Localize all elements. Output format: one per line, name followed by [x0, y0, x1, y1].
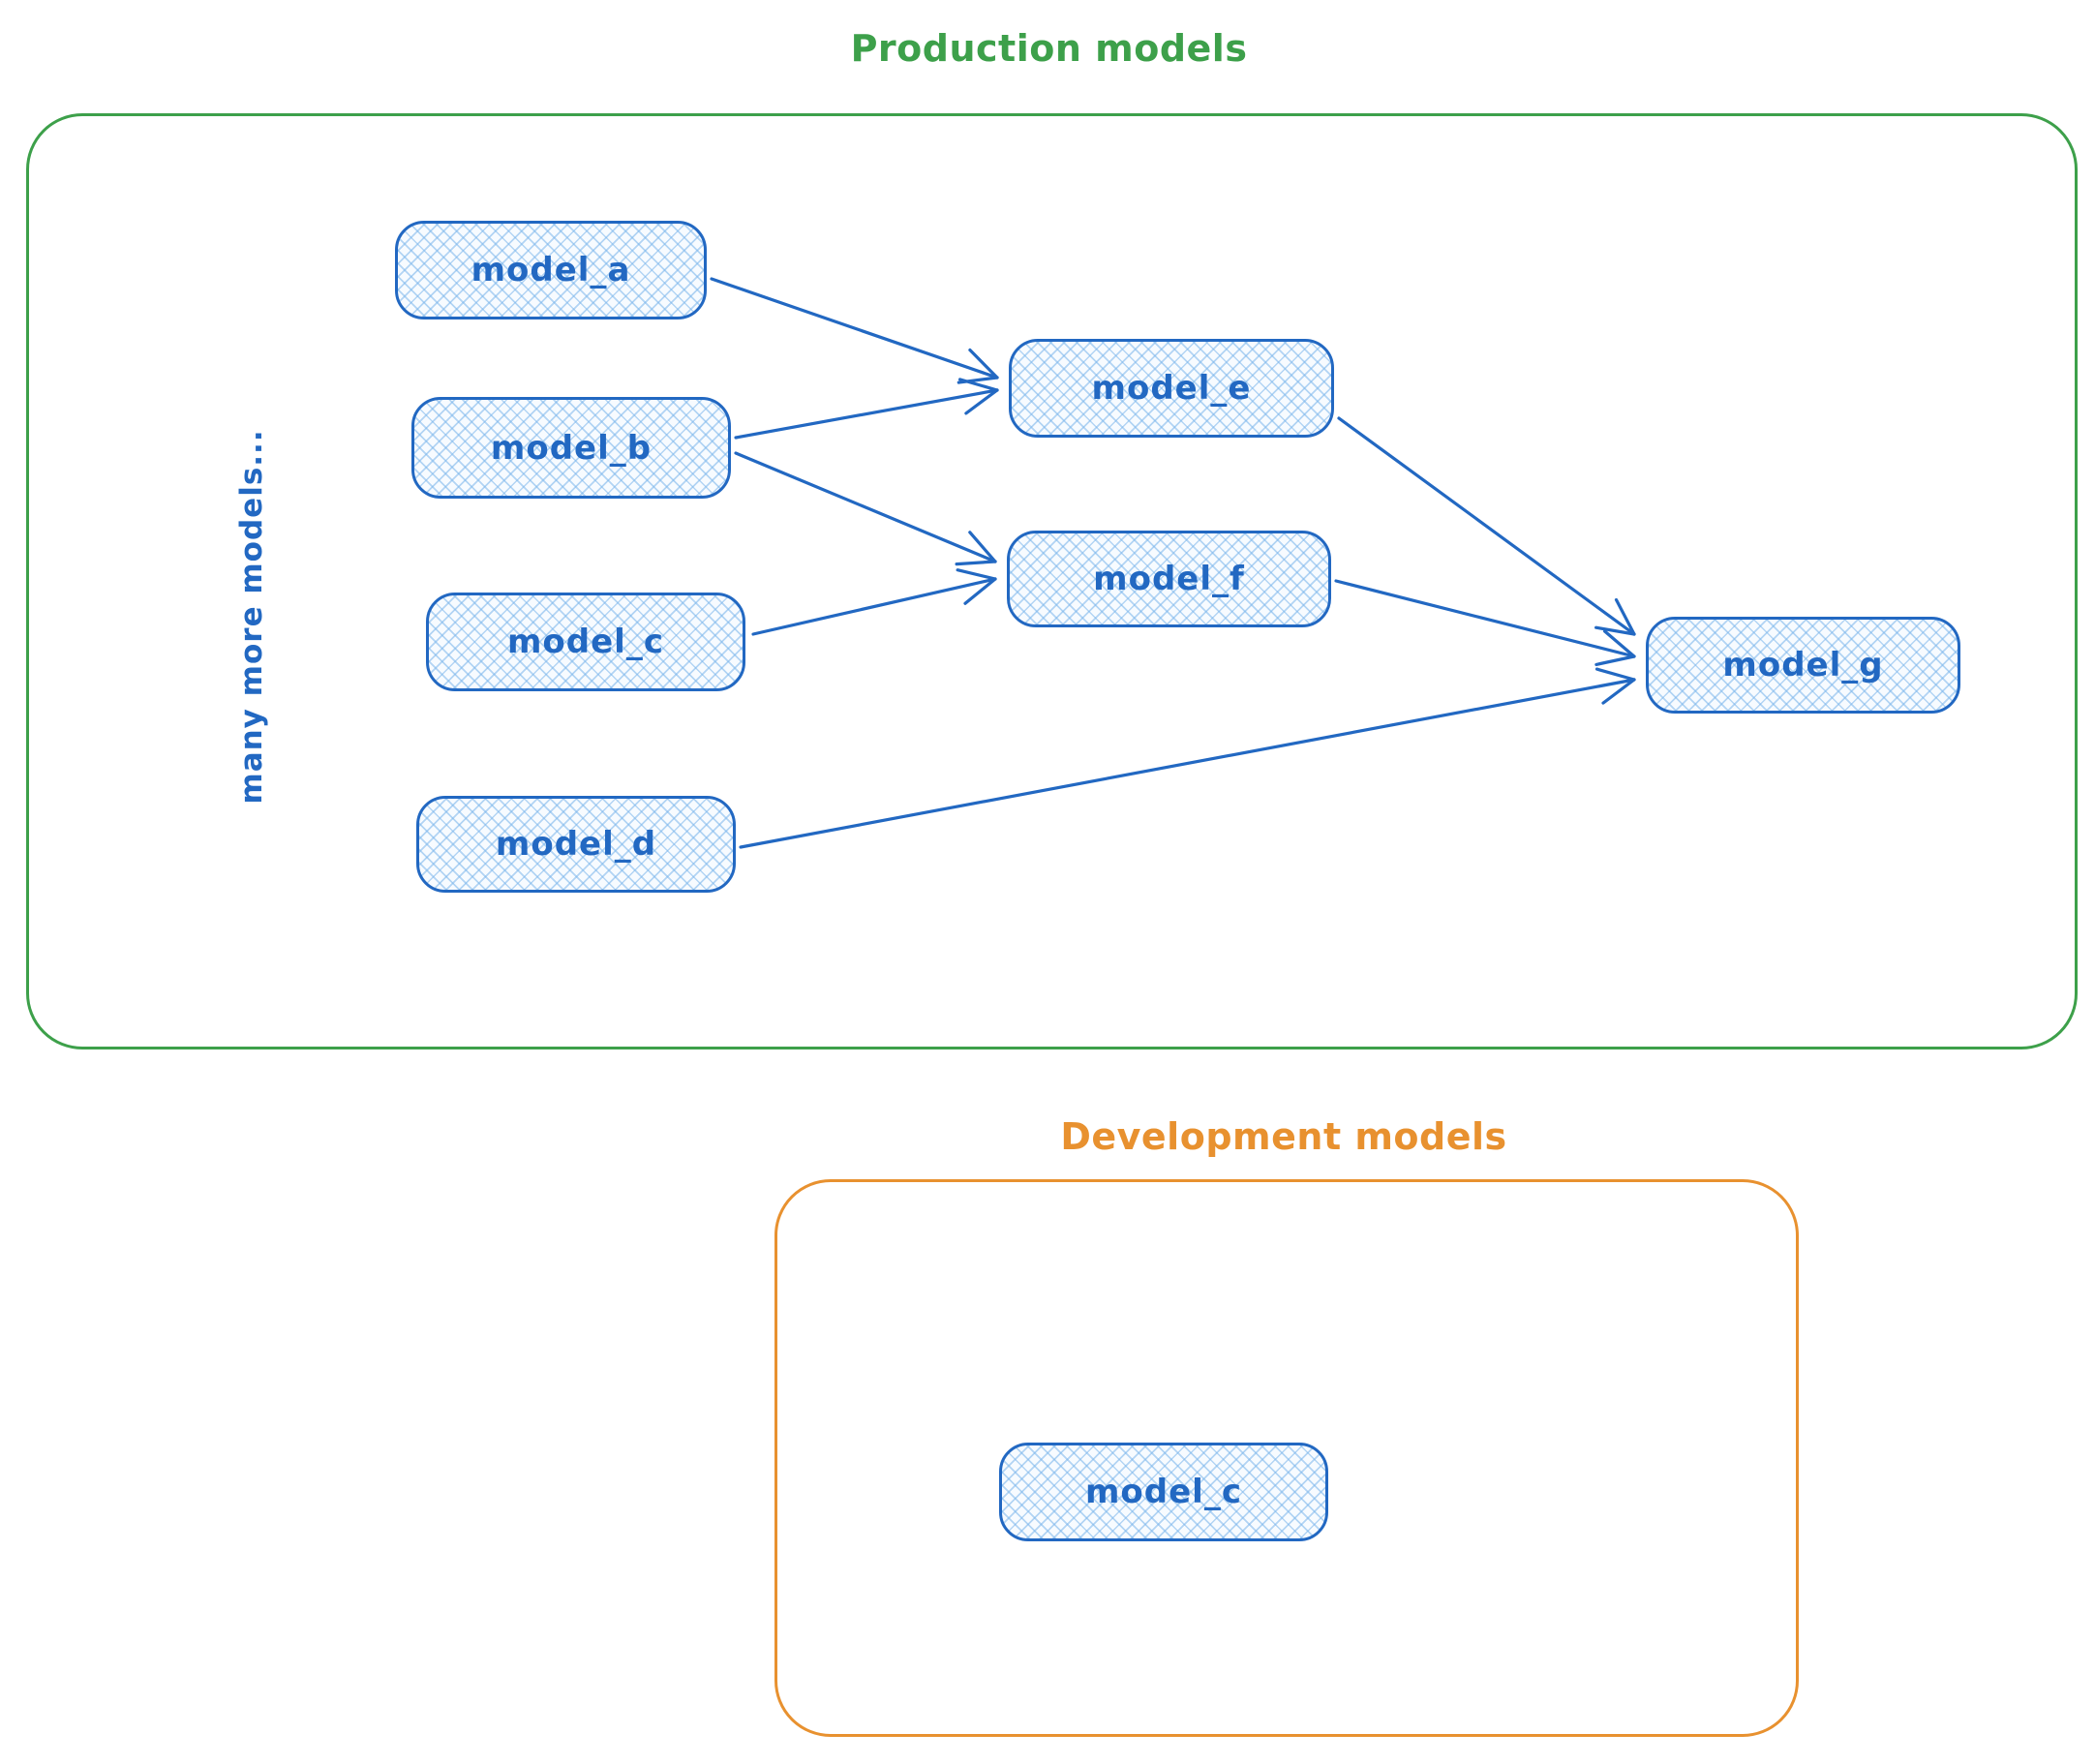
- model-node-label: model_b: [490, 428, 653, 468]
- model-node-label: model_e: [1091, 369, 1252, 408]
- production-group-title: Production models: [850, 27, 1248, 70]
- model-node-model_e: model_e: [1009, 339, 1334, 438]
- model-node-model_c_dev: model_c: [999, 1443, 1328, 1541]
- production-group-box: [26, 113, 2078, 1049]
- model-node-label: model_a: [471, 251, 631, 289]
- model-node-model_d: model_d: [416, 796, 736, 893]
- model-node-model_a: model_a: [395, 221, 707, 319]
- development-group-box: [774, 1179, 1799, 1737]
- model-node-model_g: model_g: [1646, 617, 1960, 714]
- model-node-label: model_g: [1722, 646, 1884, 684]
- model-node-model_f: model_f: [1007, 531, 1331, 627]
- model-node-label: model_c: [507, 623, 664, 661]
- model-node-label: model_c: [1085, 1473, 1242, 1511]
- many-more-models-note: many more models...: [234, 429, 269, 805]
- model-node-label: model_d: [495, 825, 657, 864]
- model-node-label: model_f: [1093, 560, 1245, 598]
- development-group-title: Development models: [1060, 1115, 1507, 1158]
- model-node-model_b: model_b: [411, 397, 731, 499]
- model-node-model_c: model_c: [426, 593, 745, 691]
